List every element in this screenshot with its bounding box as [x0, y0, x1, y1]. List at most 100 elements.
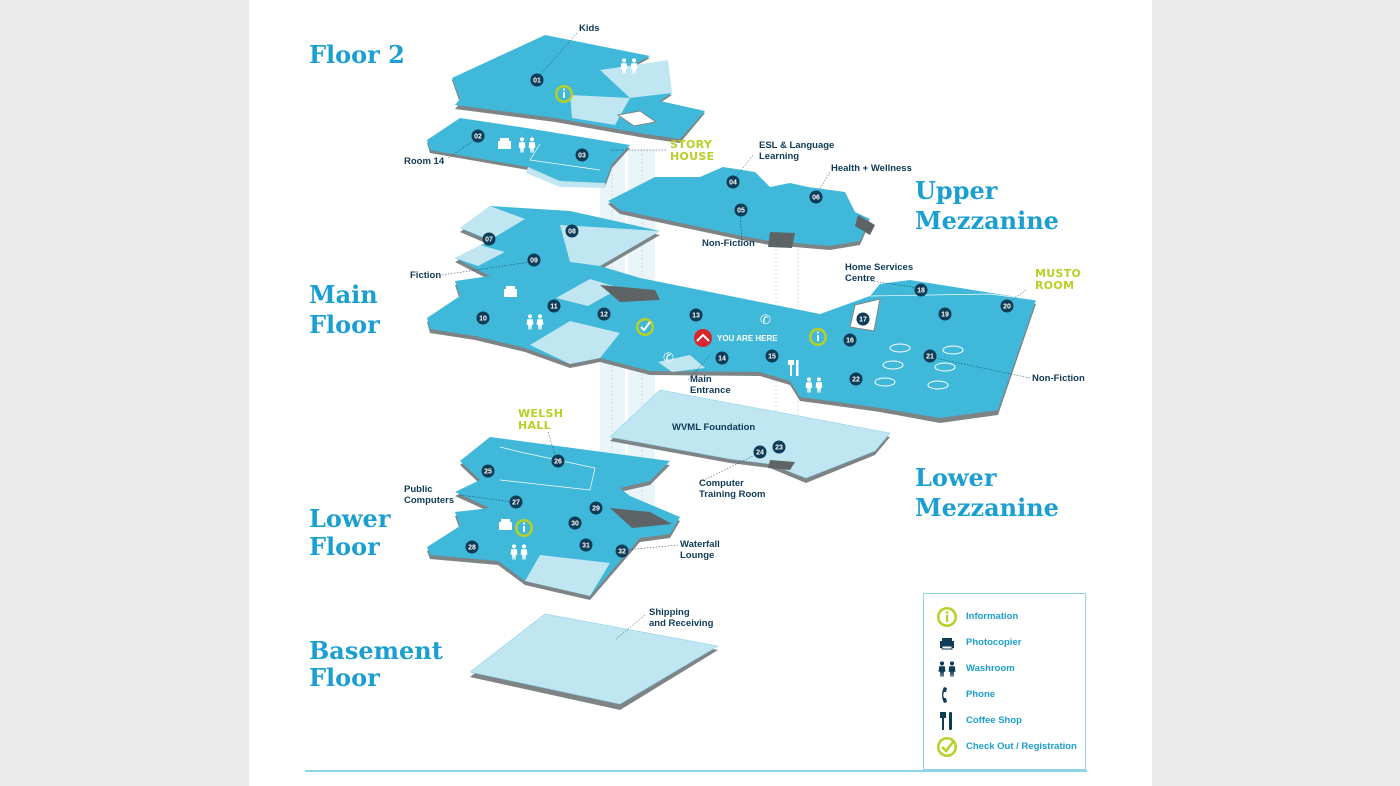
lower-mezzanine-title: Lower Mezzanine: [915, 463, 1059, 522]
svg-text:05: 05: [737, 208, 745, 215]
room-marker-26: 26: [551, 454, 565, 468]
svg-text:20: 20: [1003, 304, 1011, 311]
esl-language-learning-label: ESL & Language Learning: [759, 140, 835, 162]
room-marker-10: 10: [476, 311, 490, 325]
room-marker-23: 23: [772, 440, 786, 454]
waterfall-lounge-label: Waterfall Lounge: [680, 539, 720, 561]
room-marker-20: 20: [1000, 299, 1014, 313]
svg-text:25: 25: [484, 469, 492, 476]
you-are-here-marker: [694, 329, 712, 347]
room-marker-24: 24: [753, 445, 767, 459]
non-fiction-main-label: Non-Fiction: [1032, 373, 1085, 384]
lower-floor-title: Lower Floor: [309, 504, 391, 561]
room-marker-18: 18: [914, 283, 928, 297]
svg-text:27: 27: [512, 500, 520, 507]
room-marker-32: 32: [615, 544, 629, 558]
room-marker-22: 22: [849, 372, 863, 386]
health-wellness-label: Health + Wellness: [831, 163, 912, 174]
svg-text:15: 15: [768, 354, 776, 361]
svg-text:04: 04: [729, 180, 737, 187]
svg-text:11: 11: [550, 304, 558, 311]
photocopier-icon: [499, 519, 512, 530]
main-entrance-label: Main Entrance: [690, 374, 731, 396]
svg-text:21: 21: [926, 354, 934, 361]
room-marker-31: 31: [579, 538, 593, 552]
info-icon: [555, 85, 573, 103]
floor-2-plan: [427, 35, 705, 188]
svg-text:13: 13: [692, 313, 700, 320]
main-floor-title: Main Floor: [309, 280, 380, 339]
legend-label: Information: [966, 611, 1019, 622]
room-marker-19: 19: [938, 307, 952, 321]
svg-text:29: 29: [592, 506, 600, 513]
info-icon: [937, 607, 957, 627]
room-marker-25: 25: [481, 464, 495, 478]
phone-icon: [942, 687, 947, 703]
legend-label: Coffee Shop: [966, 715, 1022, 726]
svg-text:10: 10: [479, 316, 487, 323]
room-marker-06: 06: [809, 190, 823, 204]
svg-text:19: 19: [941, 312, 949, 319]
basement-floor-plan: [469, 613, 719, 710]
room-marker-07: 07: [482, 232, 496, 246]
fiction-label: Fiction: [410, 270, 442, 281]
room-marker-15: 15: [765, 349, 779, 363]
svg-text:32: 32: [618, 549, 626, 556]
svg-text:23: 23: [775, 445, 783, 452]
room-markers: 01 02 03 04 05 06 07 08 09 10 11 12 13 1…: [465, 73, 1014, 558]
legend-item-coffee-shop: Coffee Shop: [932, 710, 1082, 732]
room-14-label: Room 14: [404, 156, 445, 167]
info-icon: [515, 519, 533, 537]
checkout-icon: [636, 318, 654, 336]
svg-text:22: 22: [852, 377, 860, 384]
svg-text:31: 31: [582, 543, 590, 550]
phone-icon: ✆: [663, 351, 674, 366]
story-house-label: STORY HOUSE: [670, 138, 715, 163]
room-marker-08: 08: [565, 224, 579, 238]
map-legend: Information Photocopier Washroom Phone C…: [923, 593, 1086, 770]
room-marker-29: 29: [589, 501, 603, 515]
room-marker-05: 05: [734, 203, 748, 217]
bottom-divider: [305, 770, 1087, 772]
washroom-icon: [938, 661, 956, 677]
room-marker-16: 16: [843, 333, 857, 347]
room-marker-02: 02: [471, 129, 485, 143]
room-marker-27: 27: [509, 495, 523, 509]
svg-text:06: 06: [812, 195, 820, 202]
svg-text:09: 09: [530, 258, 538, 265]
room-marker-03: 03: [575, 148, 589, 162]
lower-mezzanine-plan: [609, 389, 891, 483]
coffee-shop-icon: [940, 712, 952, 730]
room-marker-28: 28: [465, 540, 479, 554]
svg-text:26: 26: [554, 459, 562, 466]
svg-text:24: 24: [756, 450, 764, 457]
svg-text:18: 18: [917, 288, 925, 295]
coffee-shop-icon: [788, 360, 799, 376]
wvml-foundation-label: WVML Foundation: [672, 422, 756, 433]
room-marker-17: 17: [856, 312, 870, 326]
legend-label: Phone: [966, 689, 996, 700]
svg-text:28: 28: [468, 545, 476, 552]
checkout-icon: [937, 737, 957, 757]
svg-text:17: 17: [859, 317, 867, 324]
legend-item-phone: Phone: [932, 684, 1082, 706]
svg-text:03: 03: [578, 153, 586, 160]
public-computers-label: Public Computers: [404, 484, 455, 506]
svg-text:07: 07: [485, 237, 493, 244]
home-services-centre-label: Home Services Centre: [845, 262, 914, 284]
room-marker-12: 12: [597, 307, 611, 321]
photocopier-icon: [940, 638, 954, 650]
room-marker-04: 04: [726, 175, 740, 189]
upper-mezzanine-title: Upper Mezzanine: [915, 176, 1059, 235]
basement-floor-title: Basement Floor: [309, 636, 443, 692]
svg-text:01: 01: [533, 78, 541, 85]
svg-text:08: 08: [568, 229, 576, 236]
room-marker-09: 09: [527, 253, 541, 267]
legend-label: Washroom: [966, 663, 1015, 674]
kids-label: Kids: [579, 23, 600, 34]
svg-text:12: 12: [600, 312, 608, 319]
room-marker-14: 14: [715, 351, 729, 365]
legend-item-washroom: Washroom: [932, 658, 1082, 680]
legend-label: Photocopier: [966, 637, 1022, 648]
